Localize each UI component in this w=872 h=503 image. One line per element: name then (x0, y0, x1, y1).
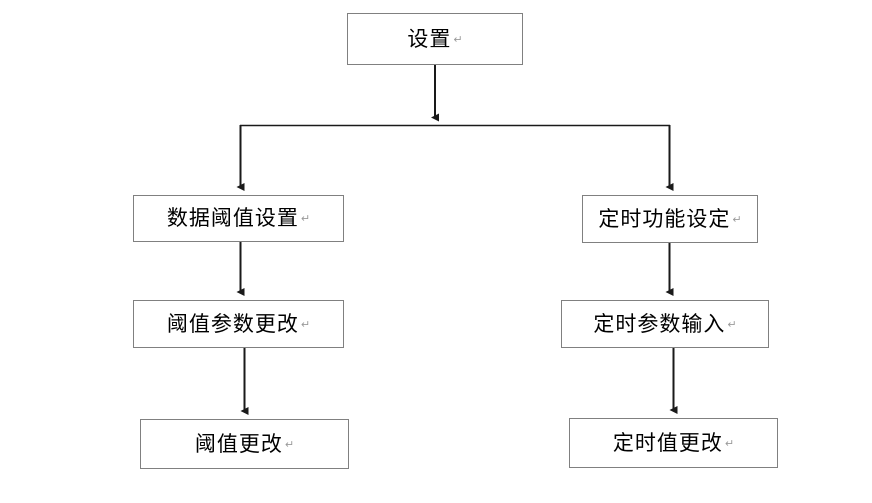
node-timer-params-label: 定时参数输入 (593, 311, 726, 336)
node-threshold-params-label: 阈值参数更改 (166, 311, 299, 336)
paragraph-mark-icon: ↵ (300, 212, 311, 225)
paragraph-mark-icon: ↵ (732, 212, 742, 226)
paragraph-mark-icon: ↵ (453, 32, 463, 46)
node-timer-change-label: 定时值更改 (612, 430, 723, 455)
paragraph-mark-icon: ↵ (727, 317, 737, 331)
node-threshold-params[interactable]: 阈值参数更改↵ (133, 300, 344, 348)
paragraph-mark-icon: ↵ (300, 317, 311, 331)
node-timer-settings[interactable]: 定时功能设定↵ (582, 195, 758, 243)
node-threshold-change-label: 阈值更改 (194, 431, 283, 456)
paragraph-mark-icon: ↵ (284, 437, 295, 451)
node-timer-change[interactable]: 定时值更改↵ (569, 418, 778, 468)
paragraph-mark-icon: ↵ (724, 436, 735, 450)
node-timer-params[interactable]: 定时参数输入↵ (561, 300, 769, 348)
node-threshold-settings[interactable]: 数据阈值设置↵ (133, 195, 344, 242)
node-root-label: 设置 (407, 26, 452, 51)
node-timer-settings-label: 定时功能设定 (598, 206, 731, 231)
node-threshold-settings-label: 数据阈值设置 (166, 206, 299, 230)
node-threshold-change[interactable]: 阈值更改↵ (140, 419, 349, 469)
node-root[interactable]: 设置↵ (347, 13, 523, 65)
